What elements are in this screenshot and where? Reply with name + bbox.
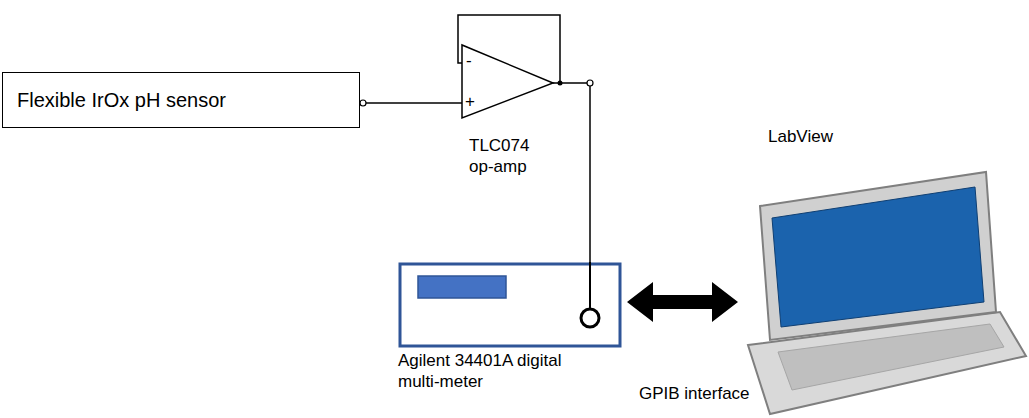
- multimeter-case: [400, 264, 620, 346]
- laptop-art: [740, 120, 1027, 416]
- multimeter-text: Agilent 34401A digital multi-meter: [398, 350, 588, 393]
- feedback-wire: [458, 15, 560, 83]
- multimeter: Agilent 34401A digital multi-meter: [398, 262, 622, 412]
- plus-sign: +: [465, 93, 475, 110]
- wire: [567, 83, 590, 262]
- edge-label: GPIB interface: [637, 384, 752, 404]
- input-jack: [581, 309, 599, 327]
- wire: [360, 102, 455, 104]
- laptop-screen: [772, 187, 984, 327]
- op-amp-art: [455, 10, 567, 135]
- terminal: [360, 100, 366, 106]
- terminal: [587, 80, 593, 86]
- connector: [627, 282, 738, 322]
- laptop-lid: [760, 172, 996, 340]
- junction-dot: [558, 81, 563, 86]
- op-amp-triangle: [462, 45, 553, 118]
- input-wire: [455, 102, 462, 104]
- laptop: LabView: [740, 120, 1027, 416]
- laptop-text: LabView: [768, 126, 918, 147]
- double-arrow: [627, 282, 738, 322]
- multimeter-art: [398, 262, 622, 348]
- op-amp-text: TLC074 op-amp: [469, 135, 549, 178]
- multimeter-display: [418, 276, 506, 298]
- sensor-box: Flexible IrOx pH sensor: [2, 72, 360, 128]
- sensor-box-text: Flexible IrOx pH sensor: [17, 88, 226, 113]
- minus-sign: -: [466, 52, 472, 69]
- probe-wire: [589, 262, 591, 309]
- connector: [360, 100, 455, 106]
- connector: [567, 80, 593, 262]
